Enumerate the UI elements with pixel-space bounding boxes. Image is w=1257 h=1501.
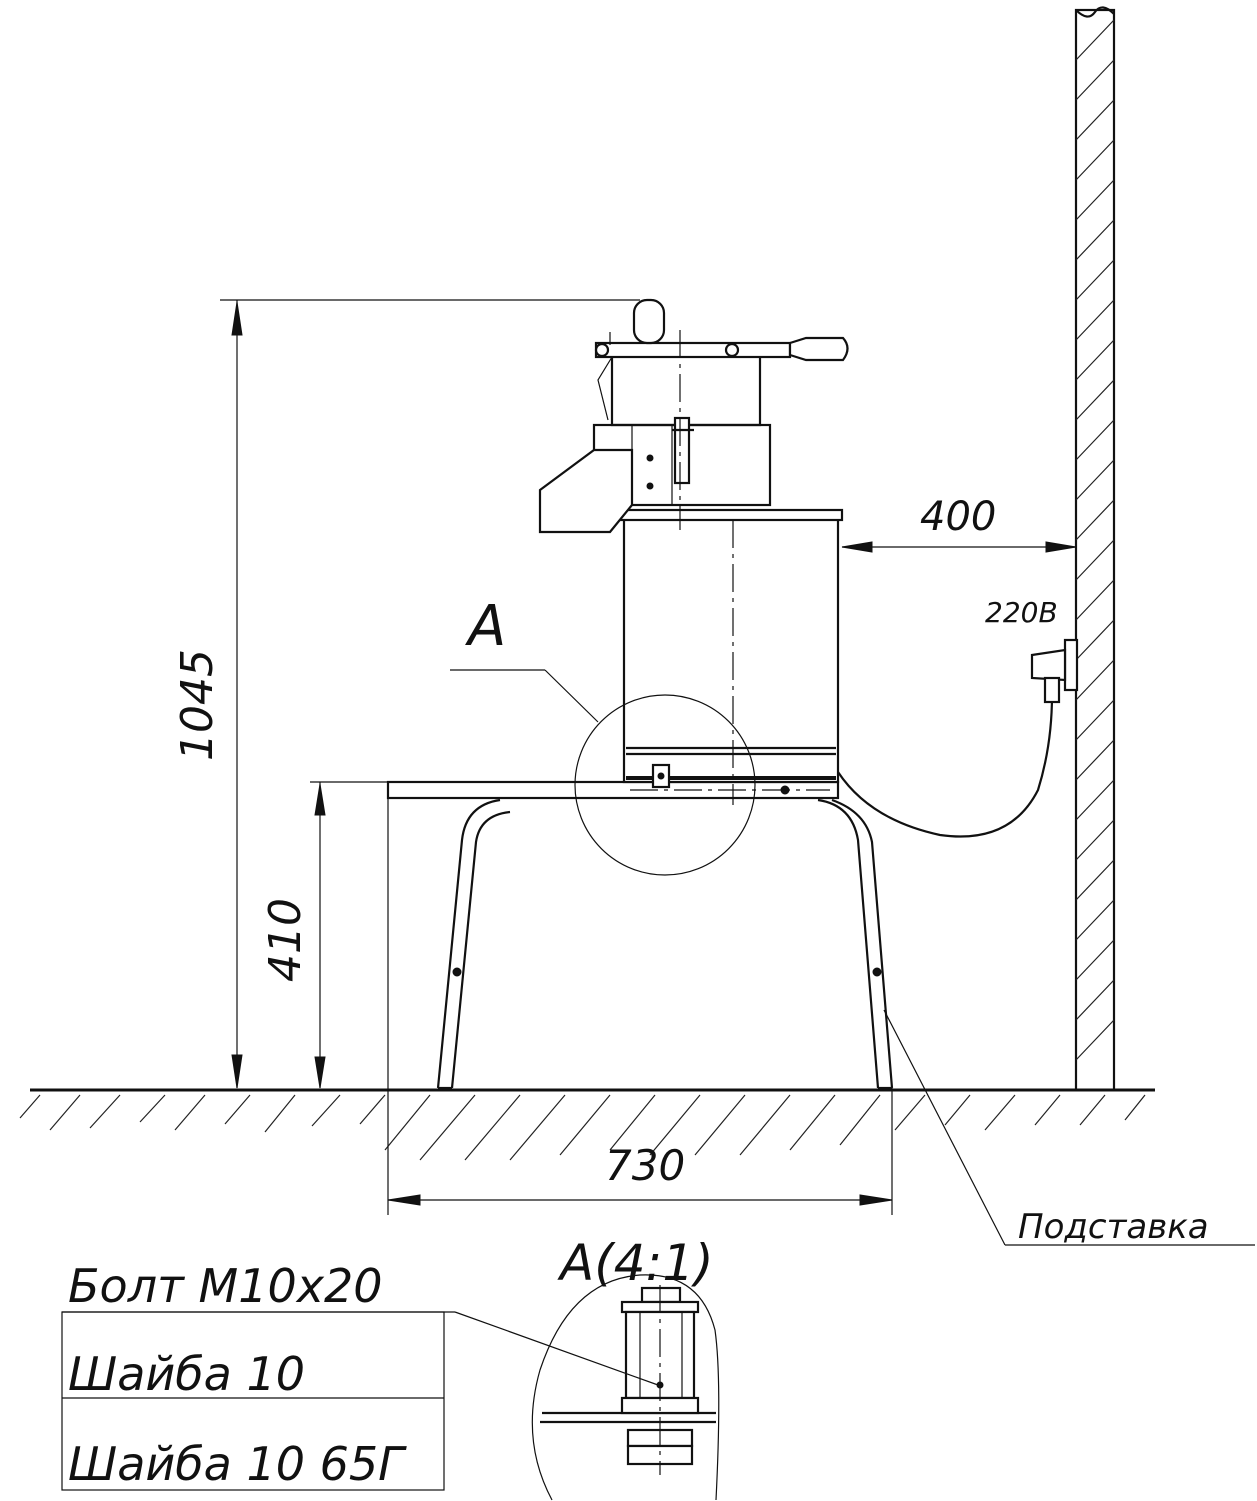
detail-circle xyxy=(574,694,756,876)
dimension-1045 xyxy=(220,299,640,1089)
lid-bar xyxy=(594,341,792,359)
stand-label: Подставка xyxy=(1018,1207,1209,1247)
stand xyxy=(386,780,894,1090)
stand-right-leg xyxy=(817,798,894,1090)
pusher-knob xyxy=(632,298,666,345)
wall-socket xyxy=(1063,638,1079,692)
machine-body xyxy=(622,510,840,784)
floor xyxy=(19,1088,1155,1161)
callout-a-label: A xyxy=(465,594,506,659)
stand-leader xyxy=(883,1009,1255,1246)
lever-handle xyxy=(788,336,849,362)
wall xyxy=(1074,6,1116,1092)
dimension-730 xyxy=(387,795,893,1215)
part-washer: Шайба 10 xyxy=(68,1347,305,1401)
locking-pin xyxy=(673,416,691,485)
parts-table xyxy=(61,1311,659,1491)
machine xyxy=(538,298,849,805)
dimension-400 xyxy=(841,541,1077,553)
stand-top xyxy=(386,780,840,800)
dim-wall-gap-label: 400 xyxy=(920,494,996,540)
detail-callout-a xyxy=(450,669,756,876)
voltage-label: 220В xyxy=(985,596,1058,629)
detail-view xyxy=(531,1274,720,1501)
body-top-rim xyxy=(618,508,844,522)
part-bolt: Болт М10х20 xyxy=(68,1259,383,1313)
floor-hatch xyxy=(19,1094,1146,1161)
stand-left-leg xyxy=(436,798,511,1090)
discharge-chute xyxy=(538,448,634,534)
dimension-410 xyxy=(310,781,388,1089)
detail-title: A(4:1) xyxy=(557,1234,714,1292)
dim-stand-width-label: 730 xyxy=(605,1141,685,1190)
dim-total-height-label: 1045 xyxy=(172,649,223,761)
hopper xyxy=(610,357,762,427)
dim-stand-height-label: 410 xyxy=(260,898,311,982)
part-spring-washer: Шайба 10 65Г xyxy=(68,1437,407,1491)
right-leg-screw xyxy=(872,967,882,977)
wall-hatch xyxy=(1075,19,1115,1061)
plug xyxy=(1030,648,1067,682)
power-cord xyxy=(837,638,1079,838)
left-leg-screw xyxy=(452,967,462,977)
